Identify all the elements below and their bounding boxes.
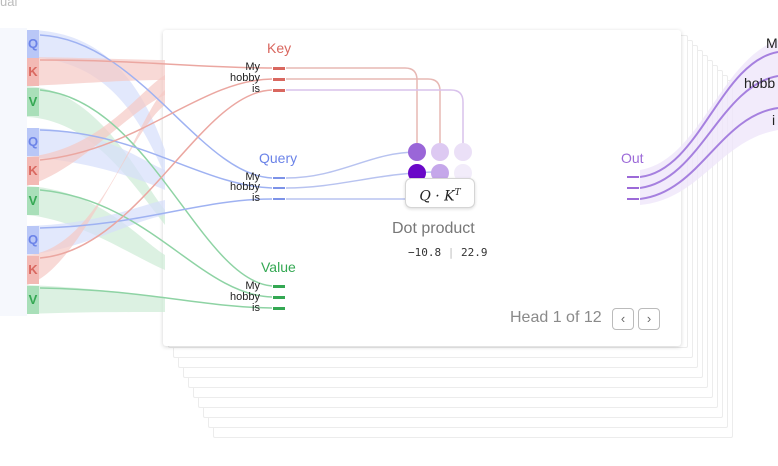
q-block-3: Q <box>27 226 39 254</box>
value-mark-2 <box>273 296 285 299</box>
band-v3 <box>27 285 165 314</box>
top-left-fragment: ual <box>0 0 18 9</box>
v-line-2 <box>39 189 273 298</box>
key-to-dot-3 <box>286 89 464 151</box>
v-line-1 <box>39 89 273 287</box>
dot-product-range: −10.8 | 22.9 <box>408 246 488 259</box>
attn-dot-r1c2 <box>431 143 449 161</box>
formula-transpose: T <box>454 188 461 198</box>
out-line-1 <box>639 51 778 178</box>
range-min: −10.8 <box>408 246 442 259</box>
formula-main: Q · K <box>419 188 455 205</box>
k-block-2: K <box>27 157 39 185</box>
out-line-3 <box>639 107 778 200</box>
out-line-2 <box>639 75 778 189</box>
attn-dot-r1c1 <box>408 143 426 161</box>
band-k1 <box>27 57 165 86</box>
query-to-dot-1 <box>285 151 418 179</box>
out-title: Out <box>621 150 644 166</box>
k-line-2 <box>39 78 273 161</box>
q-line-2 <box>39 129 273 189</box>
query-mark-3 <box>273 198 285 200</box>
out-mark-1 <box>627 176 639 178</box>
prev-head-button[interactable]: ‹ <box>612 308 634 330</box>
key-word-3: is <box>252 83 260 95</box>
band-left-fade <box>0 28 27 316</box>
band-q3 <box>27 200 165 255</box>
key-to-dot-1 <box>286 67 418 151</box>
dot-product-label: Dot product <box>392 220 475 237</box>
query-title: Query <box>259 150 298 166</box>
k-line-3 <box>39 89 273 259</box>
range-separator: | <box>447 246 455 259</box>
right-word-1: M <box>766 35 778 51</box>
k-block-1: K <box>27 58 39 86</box>
v-block-2: V <box>27 187 39 215</box>
query-word-3: is <box>252 192 260 204</box>
q-line-1 <box>39 34 273 179</box>
key-mark-2 <box>273 78 285 81</box>
next-head-button[interactable]: › <box>638 308 660 330</box>
out-band <box>640 40 778 205</box>
key-to-dot-2 <box>286 78 441 151</box>
band-v1 <box>27 86 165 225</box>
key-title: Key <box>267 40 292 56</box>
value-word-1: My <box>245 280 260 292</box>
k-line-1 <box>39 59 273 69</box>
key-mark-1 <box>273 67 285 70</box>
attn-dot-r1c3 <box>454 143 472 161</box>
range-max: 22.9 <box>461 246 488 259</box>
band-k2 <box>27 75 165 186</box>
v-line-3 <box>39 287 273 309</box>
query-mark-1 <box>273 177 285 179</box>
value-mark-3 <box>273 307 285 310</box>
q-line-3 <box>39 198 273 229</box>
key-mark-3 <box>273 89 285 92</box>
value-mark-1 <box>273 285 285 288</box>
value-title: Value <box>261 259 296 275</box>
band-q2 <box>27 128 165 190</box>
head-indicator: Head 1 of 12 <box>510 309 602 326</box>
key-word-1: My <box>245 61 260 73</box>
right-word-2: hobb <box>744 75 776 91</box>
value-word-2: hobby <box>230 291 260 303</box>
out-mark-2 <box>627 187 639 189</box>
value-word-3: is <box>252 302 260 314</box>
attn-dot-r2c3 <box>454 164 472 182</box>
right-word-3: i <box>772 112 776 128</box>
attn-dot-r2c1 <box>408 164 426 182</box>
band-k3 <box>27 90 165 285</box>
v-block-1: V <box>27 88 39 116</box>
query-mark-2 <box>273 187 285 189</box>
k-block-3: K <box>27 256 39 284</box>
query-word-2: hobby <box>230 181 260 193</box>
query-word-1: My <box>245 171 260 183</box>
q-block-2: Q <box>27 128 39 156</box>
out-mark-3 <box>627 198 639 200</box>
q-block-1: Q <box>27 30 39 58</box>
attn-dot-r2c2 <box>431 164 449 182</box>
key-word-2: hobby <box>230 72 260 84</box>
formula-tooltip: Q · KT <box>405 178 475 208</box>
v-block-3: V <box>27 286 39 314</box>
